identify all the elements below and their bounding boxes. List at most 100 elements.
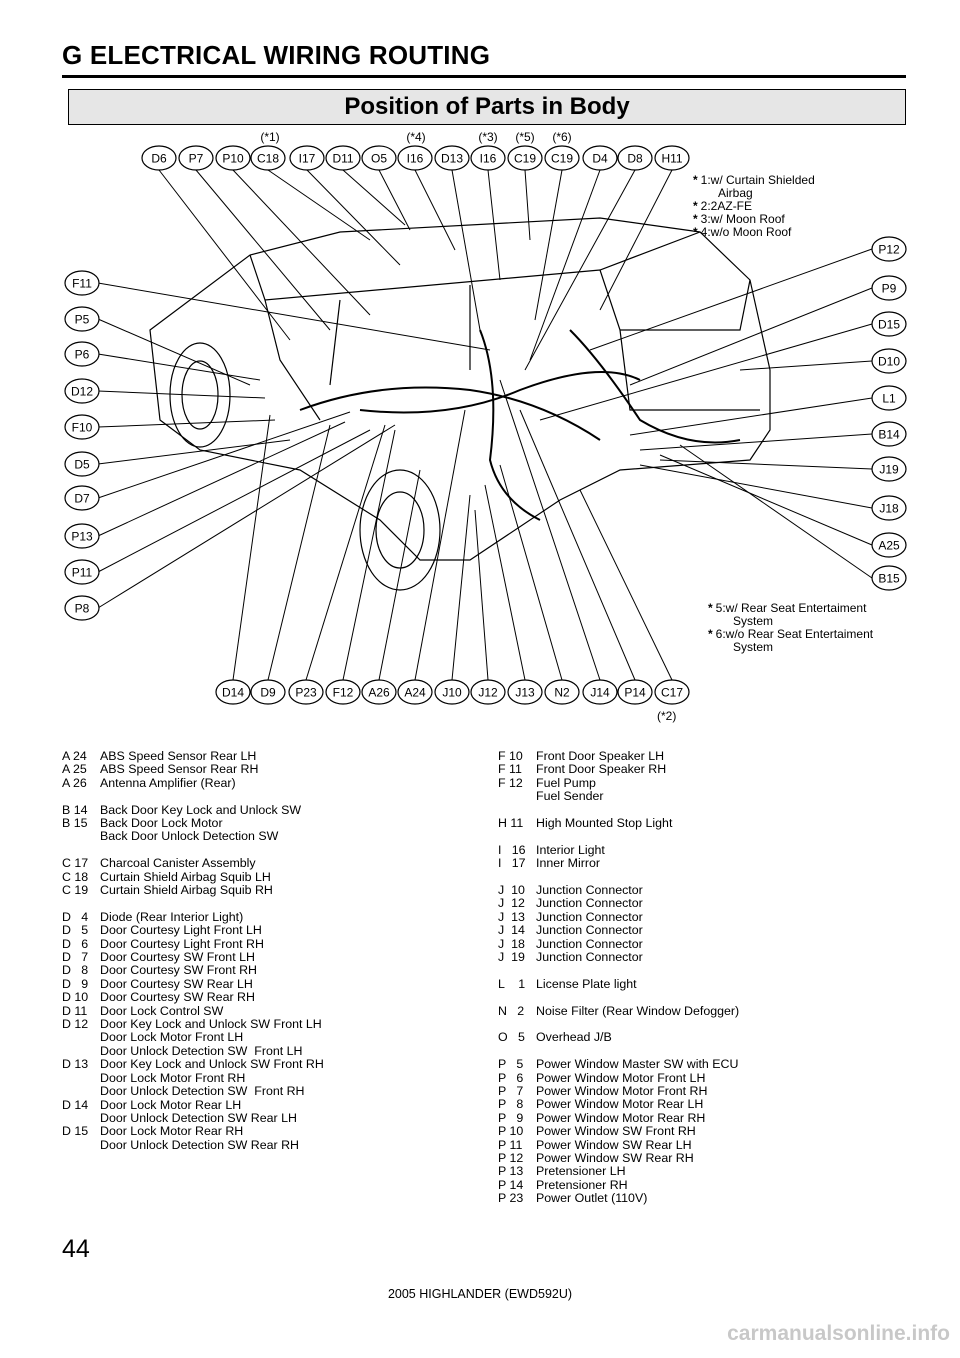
legend-description: Power Window Motor Rear LH bbox=[536, 1097, 704, 1112]
legend-code: L 1 bbox=[498, 976, 526, 991]
legend-code: F 11 bbox=[498, 762, 522, 777]
leader-line bbox=[629, 287, 873, 386]
connector-label: J14 bbox=[590, 686, 610, 700]
legend-code bbox=[498, 790, 536, 803]
legend-code bbox=[62, 897, 100, 910]
legend-description: Curtain Shield Airbag Squib LH bbox=[100, 869, 271, 884]
note-line: *4:w/o Moon Roof bbox=[693, 225, 792, 239]
vehicle-outline bbox=[149, 217, 771, 591]
connector-label: J10 bbox=[442, 686, 462, 700]
connector-label: J13 bbox=[515, 686, 535, 700]
connector-bubble bbox=[871, 348, 907, 374]
connector-bubble bbox=[871, 385, 907, 411]
watermark: carmanualsonline.info bbox=[727, 1322, 950, 1345]
legend-code: J 12 bbox=[498, 896, 525, 911]
leader-line bbox=[599, 169, 673, 311]
legend-description: Door Lock Motor Rear LH bbox=[100, 1097, 242, 1112]
legend-code: D 10 bbox=[62, 990, 89, 1005]
connector-label: N2 bbox=[554, 686, 570, 700]
bottom-note: (*2) bbox=[657, 709, 676, 723]
connector-bubble bbox=[361, 679, 397, 705]
connector-bubble bbox=[871, 532, 907, 558]
connector-bubble bbox=[871, 495, 907, 521]
legend-code: J 13 bbox=[498, 909, 525, 924]
connector-bubble bbox=[64, 270, 100, 296]
legend-row bbox=[498, 830, 739, 843]
leader-line bbox=[305, 424, 386, 681]
connector-bubble bbox=[215, 145, 251, 171]
legend-description: Door Unlock Detection SW Rear RH bbox=[100, 1137, 300, 1152]
legend-code: P 6 bbox=[498, 1070, 524, 1085]
legend-row bbox=[498, 1018, 739, 1031]
legend-code: P 11 bbox=[498, 1137, 523, 1152]
connector-bubble bbox=[64, 559, 100, 585]
legend-code bbox=[62, 1045, 100, 1058]
connector-bubble bbox=[544, 145, 580, 171]
legend-description: Door Lock Motor Front LH bbox=[100, 1030, 244, 1045]
connector-bubble bbox=[507, 145, 543, 171]
legend-code: O 5 bbox=[498, 1030, 525, 1045]
legend-description: Curtain Shield Airbag Squib RH bbox=[100, 883, 273, 898]
legend-description: Back Door Unlock Detection SW bbox=[100, 829, 279, 844]
legend-code: A 24 bbox=[62, 749, 87, 763]
connector-bubble bbox=[654, 145, 690, 171]
legend-description: Door Courtesy SW Rear LH bbox=[100, 976, 253, 991]
leader-line bbox=[97, 390, 266, 399]
note-line: *5:w/ Rear Seat Entertaiment bbox=[708, 601, 867, 615]
legend-code: D 12 bbox=[62, 1017, 89, 1032]
leader-line bbox=[639, 464, 873, 509]
legend-row: Door Unlock Detection SW Rear LH bbox=[62, 1111, 324, 1125]
connector-label: I16 bbox=[480, 152, 497, 166]
legend-description: License Plate light bbox=[536, 976, 637, 991]
connector-bubble bbox=[582, 679, 618, 705]
leader-line bbox=[232, 169, 371, 316]
connector-label: P23 bbox=[295, 686, 317, 700]
legend-description: Power Window Motor Front RH bbox=[536, 1084, 708, 1099]
legend-code: C 18 bbox=[62, 869, 89, 884]
leader-line bbox=[589, 248, 873, 351]
legend-row: Door Unlock Detection SW Front LH bbox=[62, 1044, 324, 1058]
legend-description: Door Lock Motor Rear RH bbox=[100, 1124, 244, 1139]
legend-description: Power Window Master SW with ECU bbox=[536, 1057, 739, 1072]
leader-line bbox=[97, 424, 396, 609]
legend-code: D 7 bbox=[62, 950, 89, 965]
legend-code: D 15 bbox=[62, 1124, 89, 1139]
connector-bubble bbox=[871, 565, 907, 591]
legend-description: Front Door Speaker RH bbox=[536, 762, 667, 777]
connector-bubble bbox=[361, 145, 397, 171]
legend-code: C 19 bbox=[62, 883, 89, 898]
connector-label: C17 bbox=[661, 686, 683, 700]
connector-bubble bbox=[325, 679, 361, 705]
connector-label: P8 bbox=[75, 602, 90, 616]
connector-label: B15 bbox=[878, 572, 900, 586]
connector-label: I16 bbox=[407, 152, 424, 166]
connector-bubble bbox=[654, 679, 690, 705]
legend-description: ABS Speed Sensor Rear RH bbox=[100, 762, 259, 777]
legend-code: J 14 bbox=[498, 923, 525, 938]
legend-description: Inner Mirror bbox=[536, 856, 601, 871]
legend-description: Power Window SW Front RH bbox=[536, 1124, 696, 1139]
connector-label: P9 bbox=[882, 282, 897, 296]
legend-description: Junction Connector bbox=[536, 896, 643, 911]
connector-bubble bbox=[215, 679, 251, 705]
legend-description: Power Window SW Rear LH bbox=[536, 1137, 692, 1152]
connector-label: D7 bbox=[74, 492, 90, 506]
top-note: (*6) bbox=[552, 130, 571, 144]
legend-description: ABS Speed Sensor Rear LH bbox=[100, 749, 257, 763]
